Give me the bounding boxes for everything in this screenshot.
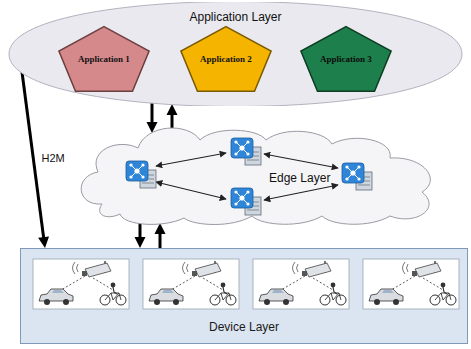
layer-title: Application Layer	[8, 10, 463, 24]
application-label: Application 3	[317, 54, 375, 64]
edge-cloud-node: Edge Layer	[72, 128, 442, 224]
layer-ellipse-node: Application LayerApplication 1 Applicatio…	[8, 2, 463, 106]
application-pentagon: Application 3	[300, 26, 392, 92]
application-pentagon: Application 2	[180, 26, 272, 92]
application-label: Application 1	[75, 54, 133, 64]
arrow-head	[38, 236, 49, 248]
pentagon-outline	[181, 27, 271, 92]
layer-title: Edge Layer	[269, 171, 330, 185]
application-pentagon: Application 1	[58, 26, 150, 92]
device-layer-box: Device Layer	[20, 248, 468, 344]
flow-arrow	[155, 223, 166, 248]
arrow-head	[135, 237, 146, 248]
arrow-head	[167, 104, 178, 115]
edge-cloud	[72, 128, 442, 224]
application-label: Application 2	[197, 54, 255, 64]
layer-title: Device Layer	[21, 320, 467, 334]
arrow-shaft	[159, 232, 162, 248]
pentagon-outline	[301, 27, 391, 92]
pentagon-outline	[59, 27, 149, 92]
edge-label: H2M	[40, 152, 67, 164]
